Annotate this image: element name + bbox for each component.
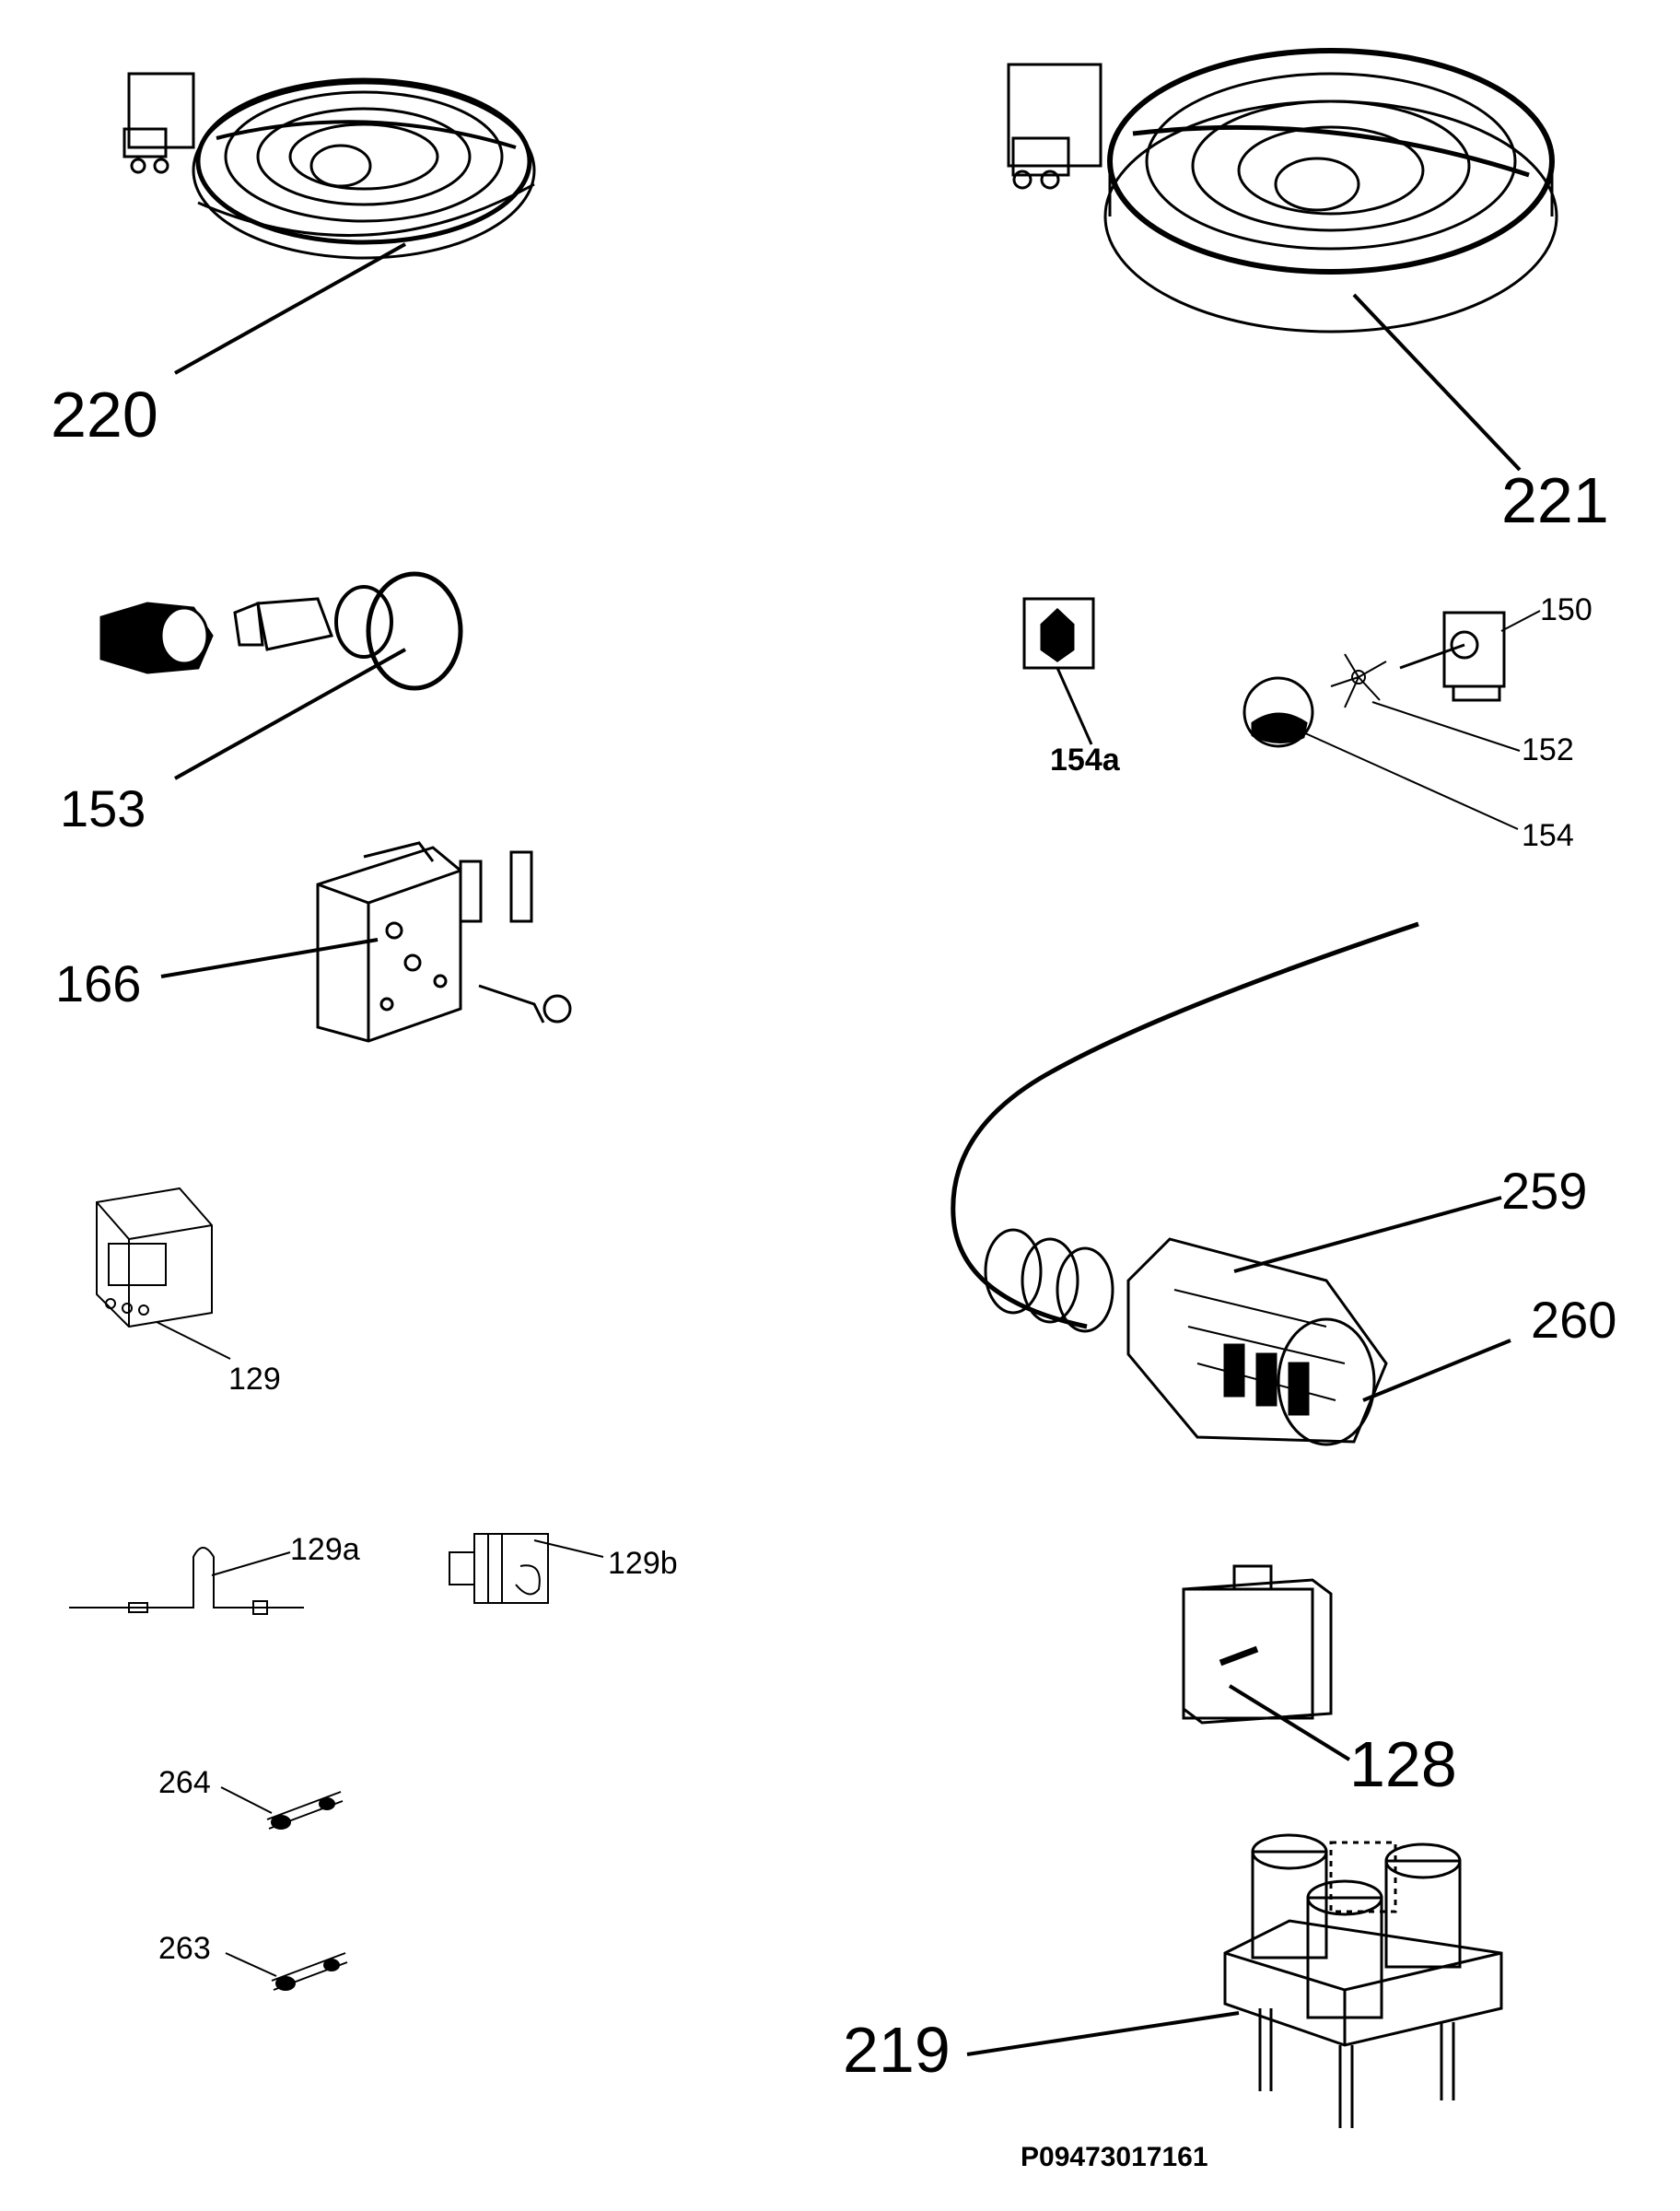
part-152-fan-blade: [1330, 653, 1387, 708]
label-154a: 154a: [1050, 743, 1120, 778]
leader-260: [1362, 1339, 1511, 1402]
leader-154: [1302, 731, 1519, 830]
leader-152: [1371, 701, 1521, 752]
part-153-lamp: [99, 571, 463, 691]
label-153: 153: [60, 779, 146, 837]
label-220: 220: [51, 379, 158, 450]
label-264: 264: [158, 1765, 211, 1800]
label-221: 221: [1501, 464, 1609, 536]
part-150-fan-motor: [1399, 611, 1506, 702]
label-150: 150: [1540, 592, 1592, 627]
leader-129: [156, 1321, 231, 1360]
leader-154a: [1056, 667, 1093, 745]
leader-259: [1233, 1196, 1502, 1273]
label-166: 166: [55, 954, 142, 1012]
document-code: P09473017161: [1021, 2142, 1208, 2172]
part-263-terminal: [271, 1952, 348, 1991]
leader-264: [220, 1786, 273, 1814]
leader-220: [174, 242, 406, 375]
part-166-energy-regulator: [316, 841, 572, 1043]
label-154: 154: [1522, 818, 1574, 853]
label-129b: 129b: [608, 1546, 678, 1581]
part-129b-connector: [449, 1533, 549, 1604]
leader-128: [1228, 1684, 1351, 1761]
part-260-thermostat-body: [1126, 1237, 1388, 1446]
leader-166: [160, 938, 379, 978]
leader-129a: [211, 1551, 291, 1576]
part-219-terminal-block: [1223, 1833, 1503, 2128]
leader-263: [225, 1952, 277, 1977]
part-221-hotplate: [1007, 48, 1558, 333]
leader-129b: [533, 1539, 604, 1558]
part-259-thermostat-capillary: [951, 921, 1419, 1333]
part-220-hotplate: [122, 72, 536, 260]
label-129a: 129a: [290, 1532, 360, 1567]
label-260: 260: [1531, 1291, 1617, 1349]
part-129-clock-module: [96, 1187, 213, 1328]
label-128: 128: [1349, 1728, 1457, 1800]
label-259: 259: [1501, 1162, 1588, 1220]
part-154a-plate: [1022, 597, 1095, 670]
part-128-switch: [1182, 1564, 1333, 1725]
leader-221: [1352, 293, 1522, 472]
label-263: 263: [158, 1931, 211, 1966]
leader-150: [1500, 610, 1541, 632]
leader-219: [966, 2011, 1240, 2056]
part-264-terminal: [266, 1791, 344, 1830]
label-152: 152: [1522, 732, 1574, 767]
label-219: 219: [843, 2014, 951, 2086]
part-154-filter: [1242, 676, 1314, 748]
leader-153: [174, 648, 406, 780]
label-129: 129: [228, 1362, 281, 1397]
part-129a-cable: [69, 1547, 304, 1615]
